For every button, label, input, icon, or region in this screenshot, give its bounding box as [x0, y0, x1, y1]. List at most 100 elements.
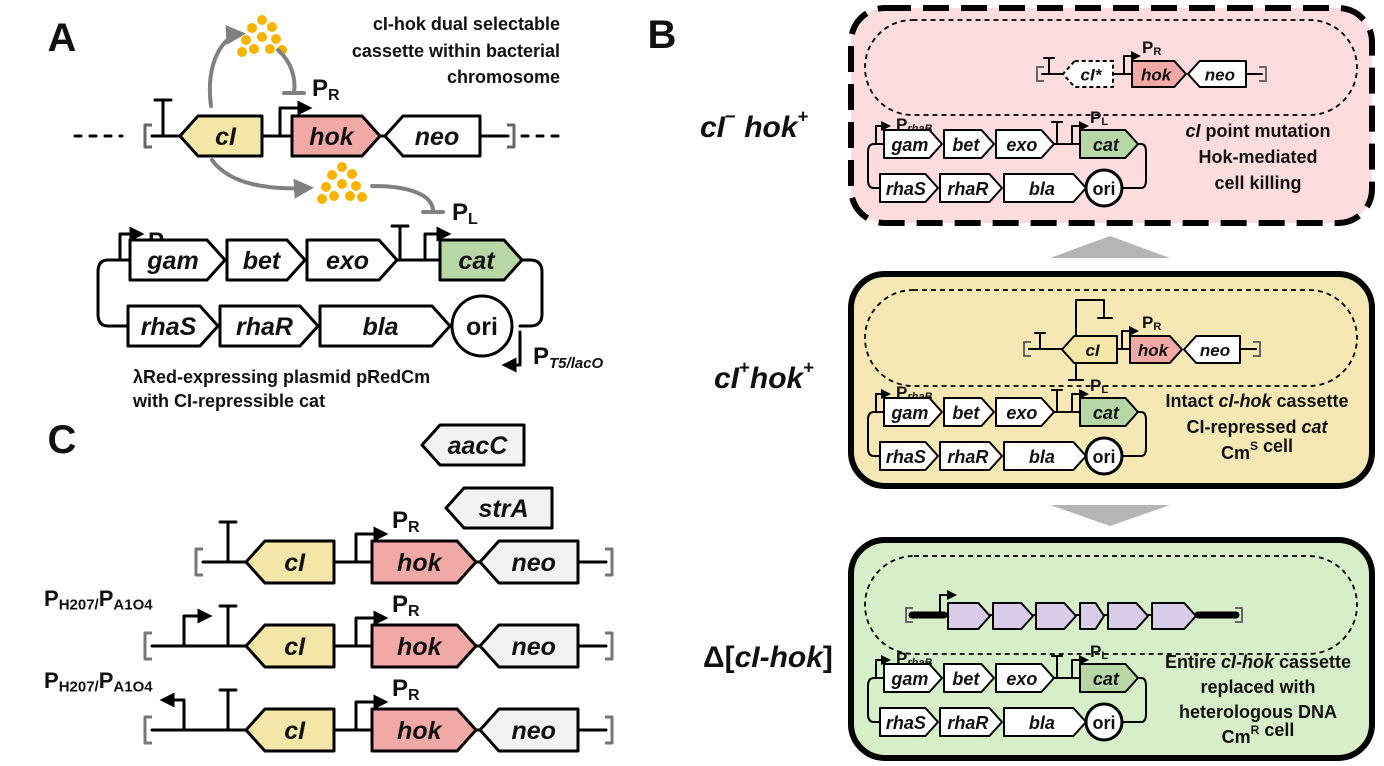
note-row2-line2: CI-repressed cat: [1186, 417, 1328, 437]
bracket-icon: [1235, 607, 1243, 623]
ci-mutant-b-label: cI*: [1081, 66, 1103, 85]
autorepression-line: [1075, 299, 1105, 337]
prhab-promoter-arrow-icon: [875, 389, 891, 413]
hok-a-gene: [290, 114, 382, 158]
bracket-icon: [605, 547, 614, 577]
gam-a-gene: [128, 238, 227, 282]
repressor-protein-dot: [317, 194, 327, 204]
repressor-protein-dot: [257, 15, 267, 25]
ph207-promoter-arrow-icon: [159, 692, 186, 732]
hok-c1-gene: [370, 539, 478, 585]
ph207-promoter-arrow-icon: [182, 608, 213, 648]
cat-a-label: cat: [458, 247, 496, 275]
hok-b1-gene: [1131, 60, 1187, 88]
repression-arrow-down: [370, 184, 435, 212]
ori-circle: [450, 294, 514, 358]
plasmid-b3-backbone: [867, 677, 885, 723]
ci-a-gene: [178, 114, 264, 158]
repressor-protein-dot: [247, 23, 257, 33]
repressor-protein-dot: [237, 47, 247, 57]
repressor-protein-dot: [357, 192, 367, 202]
plasmid-b1-cat-gene: [1079, 129, 1139, 159]
plasmid-b1-exo-gene: [995, 129, 1055, 159]
ori-label: ori: [1092, 713, 1115, 733]
plasmid-b3-rhas-gene: [879, 707, 939, 737]
repressor-protein-dot: [257, 32, 267, 42]
ori-circle: [1084, 168, 1124, 208]
plasmid-b2-gam-gene: [883, 397, 943, 427]
neo-c3-label: neo: [511, 717, 555, 745]
plasmid-b3-bla-label: bla: [1029, 713, 1055, 733]
neo-b2-label: neo: [1200, 341, 1230, 360]
plasmid-b1-backbone: [867, 143, 885, 189]
chromosome-loop: [864, 289, 1358, 387]
repressor-protein-dot: [267, 22, 277, 32]
pl-promoter-arrow-icon: [1071, 655, 1089, 679]
plasmid-b3-backbone: [1117, 677, 1147, 723]
plasmid-b2-cat-gene: [1079, 397, 1139, 427]
note-row1-line2: Hok-mediated: [1198, 147, 1317, 167]
aacc-c-gene: [420, 423, 526, 467]
note-row3-line2: replaced with: [1200, 677, 1315, 697]
repressor-protein-dot: [249, 44, 259, 54]
plasmid-b1-rhas-label: rhaS: [886, 179, 926, 199]
plasmid-b2-bla-gene: [1003, 441, 1087, 471]
plasmid-b2-rhar-gene: [939, 441, 1003, 471]
panel-a-title-line1: cI-hok dual selectable: [373, 14, 560, 34]
bracket-icon: [1259, 66, 1267, 82]
hok-b1-label: hok: [1141, 66, 1173, 85]
bracket-icon: [143, 631, 152, 661]
plasmid-backbone: [518, 258, 544, 328]
plasmid-b3-bet-label: bet: [952, 669, 980, 689]
genotype-label-3: Δ[cI-hok]: [703, 641, 833, 674]
ori-label: ori: [1092, 447, 1115, 467]
pl-promoter-arrow-icon: [1071, 389, 1089, 413]
repressor-protein-dot: [271, 34, 281, 44]
bracket-icon: [1023, 341, 1031, 357]
plasmid-b1-rhar-gene: [939, 173, 1003, 203]
plasmid-backbone: [96, 258, 132, 328]
pl-promoter-label: PL: [1090, 376, 1108, 397]
exo-a-label: exo: [326, 247, 369, 275]
heterologous-3-gene: [1035, 602, 1077, 630]
repressor-protein-dot: [265, 44, 275, 54]
plasmid-b1-bla-label: bla: [1029, 179, 1055, 199]
repression-arrow-up: [207, 24, 246, 108]
bracket-icon: [143, 123, 152, 149]
ci-mutant-b-gene: [1062, 60, 1114, 88]
repression-arrow-up: [276, 48, 297, 94]
ci-b2-gene: [1061, 335, 1118, 364]
plasmid-b2-backbone: [1117, 411, 1147, 457]
plasmid-b2-cat-label: cat: [1093, 403, 1120, 423]
panel-a-title-line2: cassette within bacterial: [352, 41, 560, 61]
plasmid-b3-gam-gene: [883, 663, 943, 693]
hok-c3-gene: [370, 707, 478, 753]
bracket-icon: [1253, 341, 1261, 357]
promoter-arrow-icon: [939, 590, 957, 616]
heterologous-6-gene: [1151, 602, 1197, 630]
stra-c-label: strA: [478, 495, 528, 523]
plasmid-b1-rhas-gene: [879, 173, 939, 203]
note-row1-line3: cell killing: [1214, 173, 1301, 193]
ori-circle: [1084, 702, 1124, 742]
rhar-a-gene: [218, 304, 320, 348]
stra-c-gene: [444, 486, 554, 530]
ci-c2-gene: [244, 623, 336, 669]
plasmid-b2-exo-label: exo: [1006, 403, 1037, 423]
hok-b2-gene: [1129, 335, 1183, 364]
rhas-a-gene: [126, 304, 220, 348]
ci-c3-label: cI: [284, 717, 306, 745]
bla-a-gene: [318, 304, 452, 348]
pr-promoter-arrow-icon: [1121, 326, 1139, 350]
pr-promoter-label: PR: [312, 75, 340, 104]
plasmid-b2-rhas-label: rhaS: [886, 447, 926, 467]
cell-box-green: [848, 537, 1375, 761]
plasmid-b1-gam-label: gam: [890, 135, 928, 155]
plasmid-b2-bet-gene: [943, 397, 995, 427]
plasmid-b1-exo-label: exo: [1006, 135, 1037, 155]
cat-a-gene: [438, 238, 524, 282]
bracket-icon: [905, 607, 913, 623]
pr-promoter-arrow-icon: [354, 610, 389, 648]
neo-c2-label: neo: [511, 633, 555, 661]
repressor-protein-dot: [321, 182, 331, 192]
